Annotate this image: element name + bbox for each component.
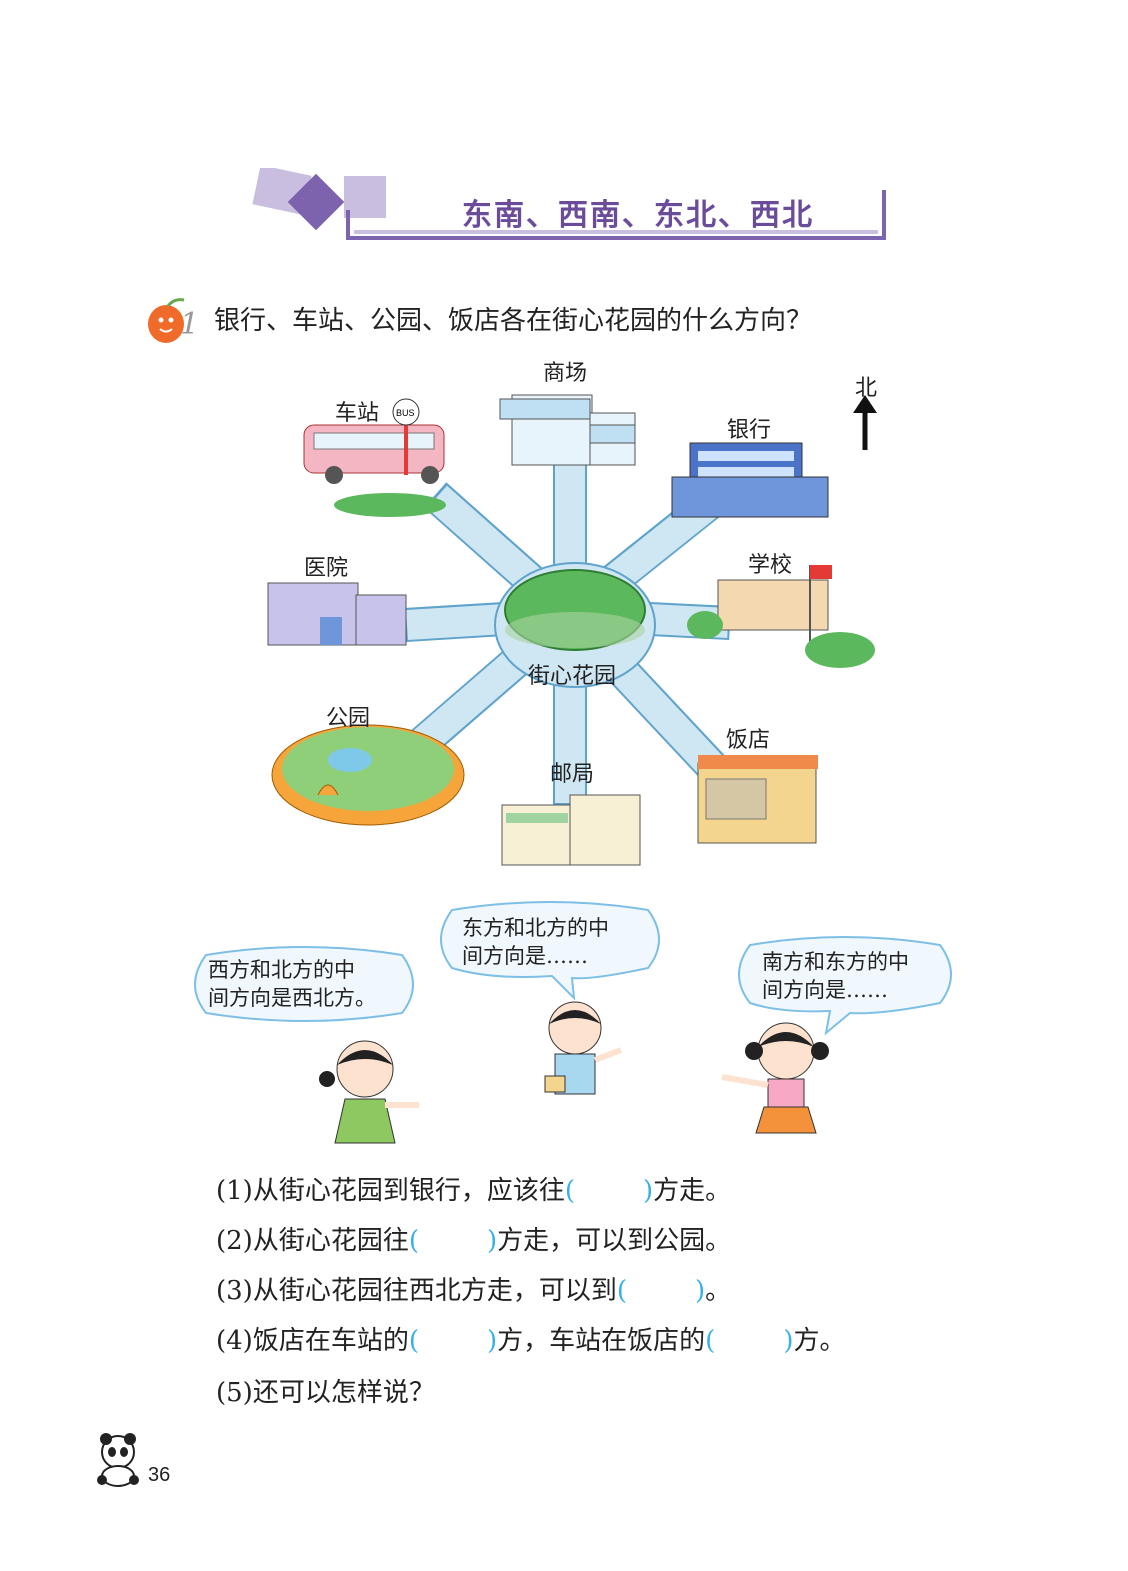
label-bank: 银行 — [727, 418, 772, 443]
question-4-blank1-open[interactable]: ( — [408, 1326, 419, 1356]
question-2-blank-close[interactable]: ) — [487, 1226, 498, 1256]
problem-number-badge: 1 — [148, 298, 199, 343]
question-5: (5)还可以怎样说？ — [216, 1372, 435, 1409]
question-2-tail: 方走，可以到公园。 — [497, 1226, 732, 1256]
page-title: 东南、西南、东北、西北 — [462, 198, 814, 233]
bus-station: BUS — [303, 398, 446, 517]
question-4-text: (4)饭店在车站的 — [216, 1326, 409, 1356]
question-3-tail: 。 — [705, 1276, 732, 1306]
label-center-garden: 街心花园 — [528, 664, 617, 689]
direction-map: BUS — [267, 394, 877, 866]
banner-square-right — [344, 176, 386, 218]
question-2-text: (2)从街心花园往 — [216, 1226, 409, 1256]
girl-right-character — [721, 1022, 829, 1134]
bus-sign-text: BUS — [396, 408, 415, 418]
restaurant-building — [697, 755, 818, 844]
question-4-blank1-close[interactable]: ) — [487, 1326, 498, 1356]
question-1-tail: 方走。 — [653, 1176, 732, 1206]
question-2-blank-open[interactable]: ( — [408, 1226, 419, 1256]
flag-icon — [810, 565, 832, 579]
bus-sign-icon — [392, 398, 420, 426]
boy-character — [544, 1001, 623, 1095]
question-4-tail: 方。 — [793, 1326, 846, 1356]
question-1-text: (1)从街心花园到银行，应该往 — [216, 1176, 565, 1206]
bubble-middle-line2: 间方向是…… — [462, 944, 588, 968]
bubble-right-line1: 南方和东方的中 — [762, 950, 909, 974]
post-office-building — [501, 794, 641, 866]
question-1-blank-close[interactable]: ) — [643, 1176, 654, 1206]
bubble-right-line2: 间方向是…… — [762, 978, 888, 1002]
bank-building — [671, 442, 829, 518]
label-mall: 商场 — [543, 361, 588, 386]
label-park: 公园 — [326, 706, 371, 731]
banner-frame — [346, 190, 886, 240]
question-3: (3)从街心花园往西北方走，可以到()。 — [216, 1270, 731, 1307]
label-north: 北 — [855, 376, 878, 401]
bubble-right — [738, 936, 952, 1035]
label-bus-station: 车站 — [335, 401, 380, 426]
bubble-left-line2: 间方向是西北方。 — [208, 986, 376, 1010]
problem-question: 银行、车站、公园、饭店各在街心花园的什么方向？ — [214, 306, 813, 336]
page-number: 36 — [148, 1464, 171, 1486]
label-restaurant: 饭店 — [726, 728, 771, 753]
question-4-mid: 方，车站在饭店的 — [497, 1326, 706, 1356]
label-post-office: 邮局 — [550, 762, 595, 787]
bubble-middle — [440, 901, 660, 1000]
label-hospital: 医院 — [304, 556, 349, 581]
girl-left-character — [319, 1040, 419, 1144]
bubble-left-line1: 西方和北方的中 — [208, 958, 355, 982]
label-school: 学校 — [748, 553, 793, 578]
north-arrow-icon — [853, 395, 877, 450]
question-4-blank2-close[interactable]: ) — [783, 1326, 794, 1356]
problem-number: 1 — [180, 307, 199, 342]
school-building — [687, 565, 875, 668]
mall-building — [499, 394, 636, 466]
question-1: (1)从街心花园到银行，应该往()方走。 — [216, 1170, 731, 1207]
question-4-blank2-open[interactable]: ( — [705, 1326, 716, 1356]
badge-fruit-icon — [148, 305, 184, 343]
question-2: (2)从街心花园往()方走，可以到公园。 — [216, 1220, 731, 1257]
question-1-blank-open[interactable]: ( — [564, 1176, 575, 1206]
question-3-text: (3)从街心花园往西北方走，可以到 — [216, 1276, 617, 1306]
question-3-blank-open[interactable]: ( — [616, 1276, 627, 1306]
question-5-text: (5)还可以怎样说？ — [216, 1378, 435, 1408]
title-banner — [252, 168, 886, 240]
panda-icon — [97, 1433, 139, 1487]
question-3-blank-close[interactable]: ) — [695, 1276, 706, 1306]
question-4: (4)饭店在车站的()方，车站在饭店的()方。 — [216, 1320, 846, 1357]
park — [271, 724, 465, 826]
bubble-left — [194, 946, 414, 1022]
bubble-middle-line1: 东方和北方的中 — [462, 916, 609, 940]
hospital-building — [267, 582, 407, 646]
